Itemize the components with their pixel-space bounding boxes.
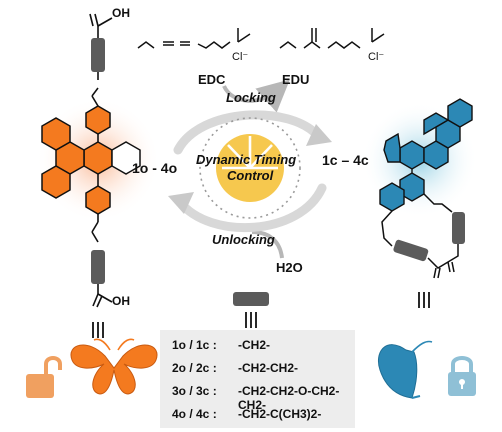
cycle-arrowhead-top (306, 124, 332, 146)
center-label-line2: Control (227, 168, 274, 183)
closed-form-label: 1c – 4c (322, 152, 369, 168)
center-label-line1: Dynamic Timing (196, 152, 297, 167)
edc-label: EDC (198, 72, 226, 87)
acid-bottom-oh: OH (112, 294, 130, 308)
legend-row-1-label: 1o / 1c : (172, 338, 217, 352)
unlocked-padlock-icon (26, 356, 62, 398)
edc-to-edu-arrow (222, 79, 290, 113)
edc-structure (137, 28, 251, 49)
legend-row-2-label: 2o / 2c : (172, 361, 217, 375)
water-arrow (251, 230, 284, 259)
open-form-molecule (36, 13, 160, 308)
cycle-arrowhead-bottom (168, 192, 194, 214)
equivalence-mark-right (418, 292, 430, 308)
equivalence-mark-center (245, 312, 257, 328)
legend-row-2-value: -CH2-CH2- (238, 361, 298, 375)
timing-ring (199, 117, 301, 219)
closed-form-molecule (362, 98, 478, 279)
legend-row-4-value: -CH2-C(CH3)2- (238, 407, 322, 421)
legend-row-1-value: -CH2- (238, 338, 270, 352)
butterfly-icon-orange (70, 338, 158, 395)
edu-chloride: Cl⁻ (368, 51, 385, 63)
butterfly-icon-blue (378, 340, 433, 399)
legend-row-3-label: 3o / 3c : (172, 384, 217, 398)
edu-label: EDU (282, 72, 310, 87)
linker-icon (233, 292, 269, 306)
edc-chloride: Cl⁻ (232, 51, 249, 63)
disc-rays (222, 136, 278, 170)
unlocking-label: Unlocking (212, 232, 275, 247)
locking-label: Locking (226, 90, 276, 105)
equivalence-mark-left (92, 322, 104, 338)
linker-legend: 1o / 1c : -CH2- 2o / 2c : -CH2-CH2- 3o /… (160, 330, 355, 428)
edu-structure (279, 28, 385, 49)
cycle-arrows (173, 110, 327, 233)
water-label: H2O (276, 260, 303, 275)
acid-top-oh: OH (112, 6, 130, 20)
open-form-label: 1o - 4o (132, 160, 178, 176)
legend-row-3-value: -CH2-CH2-O-CH2-CH2- (238, 384, 340, 412)
locked-padlock-icon (448, 356, 476, 396)
legend-row-4-label: 4o / 4c : (172, 407, 217, 421)
